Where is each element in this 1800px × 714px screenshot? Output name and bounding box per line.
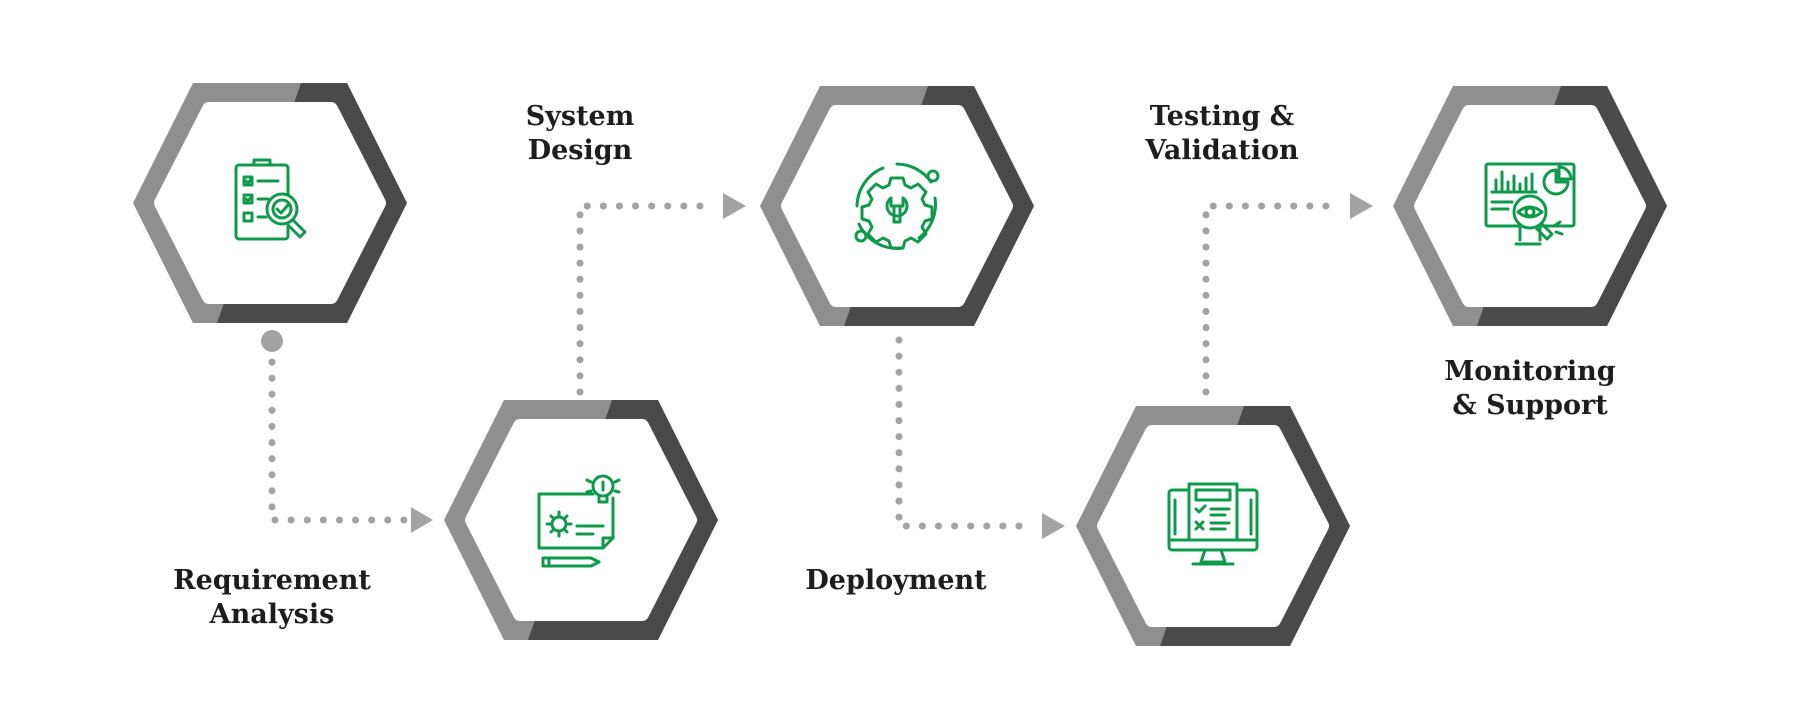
step-1-label-line-1: Requirement: [173, 565, 371, 596]
step-5-label-line-1: Monitoring: [1444, 356, 1616, 387]
step-1-label-line-2: Analysis: [209, 599, 335, 630]
step-1-label: Requirement Analysis: [162, 564, 382, 632]
step-2-label-line-1: System: [525, 101, 635, 132]
step-2-label-line-2: Design: [527, 135, 633, 166]
step-5-label: Monitoring & Support: [1410, 355, 1650, 423]
gear-wrench-icon: [847, 156, 947, 256]
checklist-magnifier-icon: [220, 153, 320, 253]
step-3-label: Deployment: [776, 564, 1016, 598]
step-4-label-line-2: Validation: [1145, 135, 1299, 166]
arrowhead-step4: [1042, 513, 1065, 539]
hexagon-step-5: [1393, 86, 1667, 326]
connector-step3-to-step4: [895, 336, 1039, 530]
hexagon-step-1: [133, 83, 407, 323]
connector-step2-to-step3: [576, 202, 716, 396]
hexagon-step-3: [760, 86, 1034, 326]
step-5-label-line-2: & Support: [1452, 390, 1608, 421]
arrowhead-step5: [1350, 193, 1373, 219]
step-2-label: System Design: [480, 100, 680, 168]
hexagon-step-4: [1076, 406, 1350, 646]
step-4-label: Testing & Validation: [1112, 100, 1332, 168]
design-blueprint-icon: [531, 470, 631, 570]
arrowhead-step2: [411, 507, 433, 533]
connector-step1-to-step2: [268, 358, 414, 524]
step-4-label-line-1: Testing &: [1149, 101, 1295, 132]
analytics-eye-icon: [1480, 156, 1580, 256]
connector-step4-to-step5: [1202, 202, 1346, 396]
monitor-checklist-icon: [1163, 476, 1263, 576]
connector-start-dot: [261, 330, 283, 352]
arrowhead-step3: [723, 193, 746, 219]
hexagon-step-2: [444, 400, 718, 640]
step-3-label-line-1: Deployment: [805, 565, 987, 596]
